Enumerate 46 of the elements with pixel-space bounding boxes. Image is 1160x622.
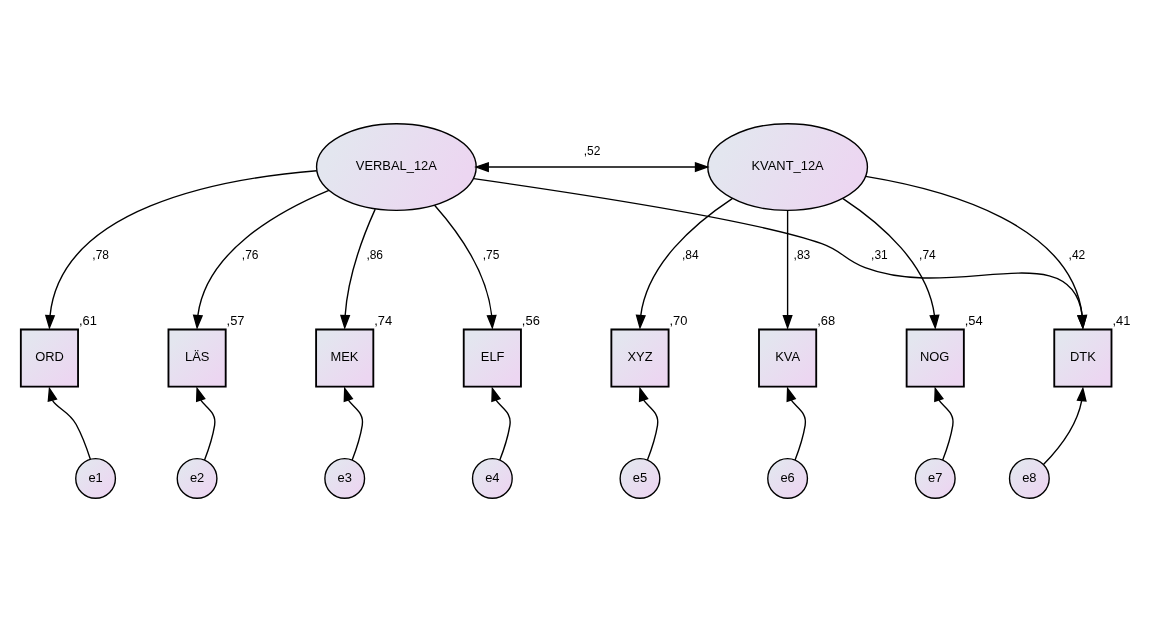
arrow	[934, 386, 954, 461]
node-label: ,56	[521, 313, 540, 329]
arrow	[864, 175, 1088, 330]
node-circle: e7	[914, 457, 956, 499]
node-circle: e6	[767, 457, 809, 499]
node-circle: e3	[324, 457, 366, 499]
arrow	[473, 177, 1088, 330]
arrow	[340, 208, 376, 330]
arrow	[491, 386, 511, 461]
node-circle: e5	[619, 457, 661, 499]
edge-label: ,31	[871, 247, 888, 262]
node-label: ,54	[964, 313, 983, 329]
node-label: ,70	[669, 313, 688, 329]
node-label: ,57	[226, 313, 245, 329]
node-circle: e1	[75, 457, 117, 499]
node-circle: e2	[176, 457, 218, 499]
edge-label: ,84	[681, 247, 699, 262]
arrow	[44, 170, 318, 330]
node-label: ,74	[374, 313, 393, 329]
edge-label: ,86	[366, 247, 384, 262]
arrow	[474, 161, 710, 173]
edge-label: ,74	[919, 247, 936, 262]
node-ellipse: KVANT_12A	[707, 123, 869, 212]
node-label: ,61	[78, 313, 97, 329]
arrow	[842, 197, 940, 330]
edge-label: ,76	[241, 247, 259, 262]
edge-label: ,75	[482, 247, 500, 262]
node-label: ,68	[817, 313, 836, 329]
node-circle: e8	[1008, 457, 1050, 499]
arrow	[1043, 386, 1087, 465]
arrow	[786, 386, 807, 461]
edge-label: ,52	[583, 144, 601, 159]
arrow	[343, 386, 364, 461]
arrow	[47, 386, 92, 460]
arrow	[635, 197, 733, 330]
arrow	[638, 386, 659, 461]
node-label: ,41	[1112, 313, 1131, 329]
edge-label: ,83	[793, 247, 811, 262]
arrow	[195, 386, 216, 461]
arrow	[433, 204, 497, 330]
node-circle: e4	[471, 457, 513, 499]
arrow	[782, 210, 793, 330]
edge-label: ,78	[92, 247, 110, 262]
arrow	[192, 189, 330, 330]
edge-label: ,42	[1068, 247, 1086, 262]
node-ellipse: VERBAL_12A	[315, 123, 477, 212]
